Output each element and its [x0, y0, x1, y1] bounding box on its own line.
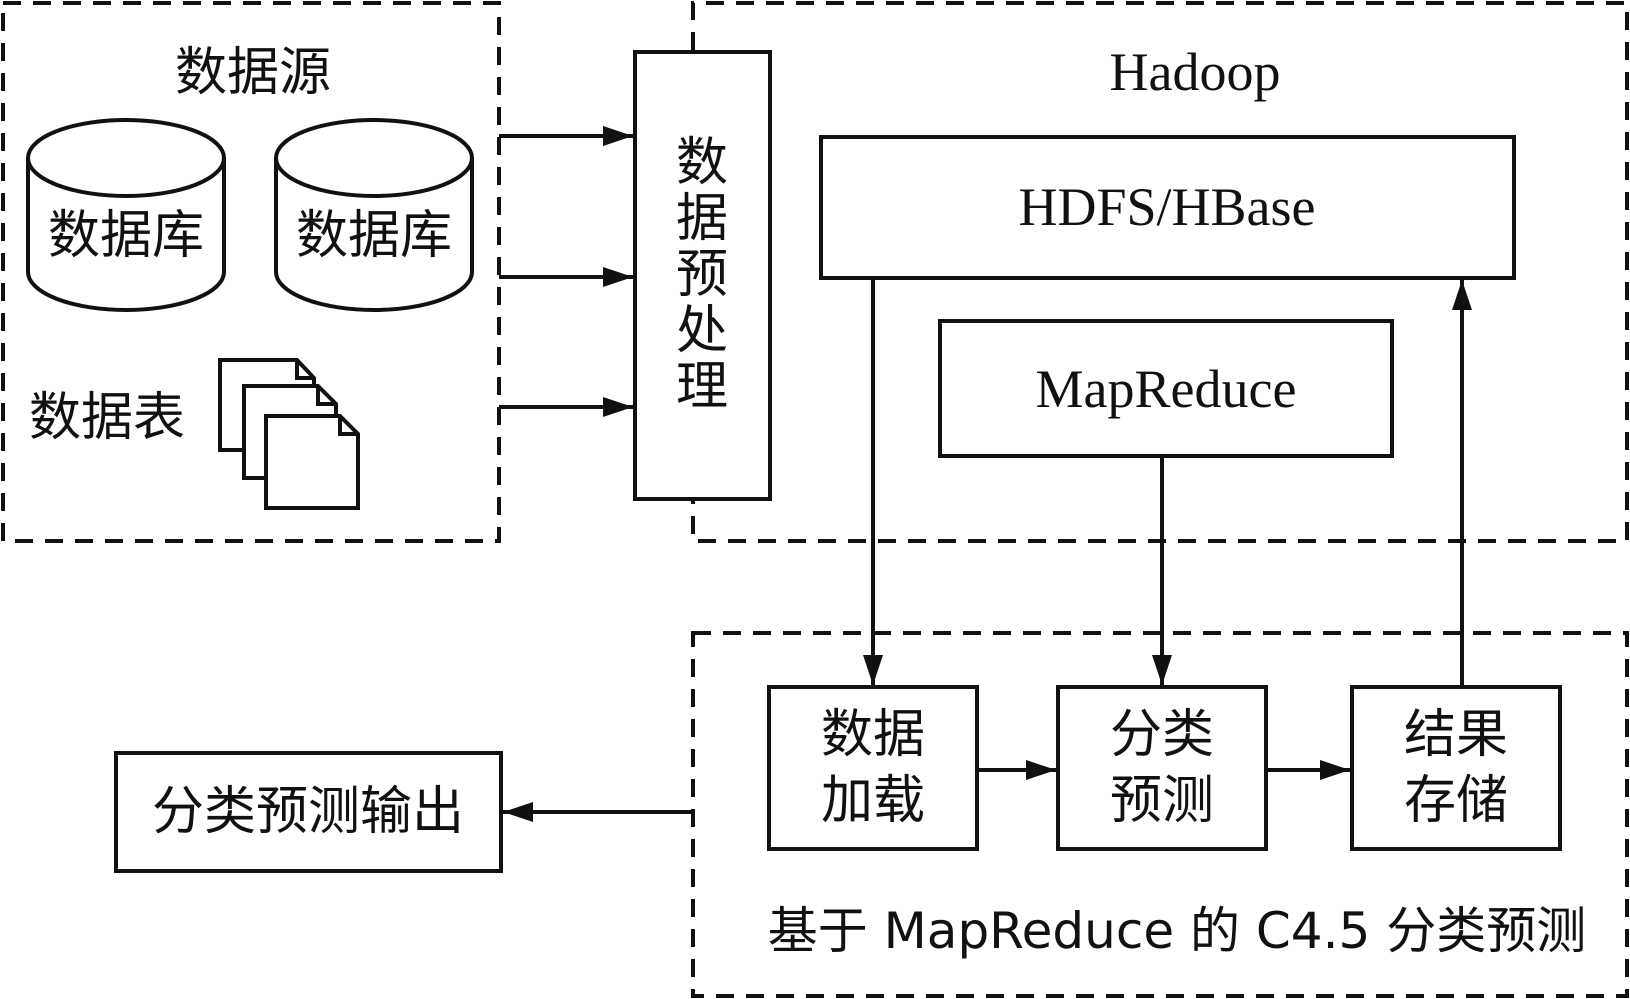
output-box — [114, 751, 503, 873]
data-source-title: 数据源 — [174, 43, 332, 103]
step-load-label: 数据 加载 — [821, 702, 925, 834]
step-predict-line-2: 预测 — [1109, 771, 1215, 831]
c45-group-caption: 基于 MapReduce 的 C4.5 分类预测 — [767, 902, 1587, 960]
preprocess-label: 数据预处理 — [675, 133, 728, 417]
step-load-box — [767, 685, 979, 851]
database-2-label: 数据库 — [295, 206, 453, 266]
data-table-label: 数据表 — [28, 388, 186, 448]
step-store-box — [1350, 685, 1562, 851]
step-load-line-2: 加载 — [820, 771, 926, 831]
hdfs-hbase-label: HDFS/HBase — [1018, 177, 1316, 237]
hadoop-group-border — [691, 1, 1629, 543]
step-predict-line-1: 分类 — [1109, 705, 1215, 765]
step-store-line-1: 结果 — [1403, 705, 1509, 765]
step-load-line-1: 数据 — [820, 705, 926, 765]
data-table-documents-icon — [218, 358, 360, 510]
database-1-icon — [26, 118, 226, 312]
step-store-label: 结果 存储 — [1404, 702, 1508, 834]
database-1-label: 数据库 — [47, 206, 205, 266]
database-2-icon — [274, 118, 474, 312]
mapreduce-box — [938, 319, 1394, 458]
hadoop-title: Hadoop — [1109, 42, 1281, 102]
data-source-group-border — [1, 1, 501, 543]
step-predict-box — [1056, 685, 1268, 851]
step-store-line-2: 存储 — [1403, 771, 1509, 831]
hdfs-hbase-box — [819, 135, 1516, 280]
step-predict-label: 分类 预测 — [1110, 702, 1214, 834]
output-label: 分类预测输出 — [151, 782, 465, 842]
preprocess-box — [633, 50, 772, 501]
mapreduce-label: MapReduce — [1035, 359, 1297, 419]
